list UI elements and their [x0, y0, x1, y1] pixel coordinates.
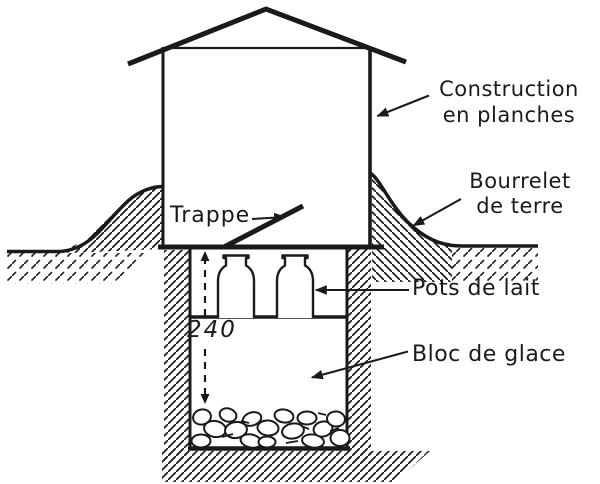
ice-blob: [192, 408, 212, 426]
ice-blob: [218, 407, 238, 423]
label-bourrelet-line1: Bourrelet: [469, 169, 571, 193]
hatch-pit-bottom: [162, 451, 430, 482]
ground-line-right: [369, 172, 538, 248]
label-bloc-de-glace: Bloc de glace: [412, 342, 566, 367]
milk-pot-left: [216, 254, 256, 318]
ice-blob: [273, 408, 295, 424]
label-bourrelet-line2: de terre: [476, 194, 564, 218]
ice-rubble: [190, 407, 351, 449]
hatch-ground-left: [6, 253, 150, 284]
label-depth-240: 240: [187, 317, 237, 343]
hatch-pit-wall-right: [348, 247, 371, 465]
ice-blob: [256, 419, 280, 437]
hatch-pit-wall-left: [164, 250, 189, 462]
bourrelet-leader-arrow: [412, 198, 462, 227]
label-bourrelet: Bourrelet de terre: [452, 169, 588, 219]
ice-pit: [188, 248, 350, 451]
label-trappe: Trappe: [170, 203, 251, 228]
trappe-leader-arrow: [251, 212, 287, 223]
ice-blob: [301, 433, 325, 449]
ice-blob: [326, 410, 346, 428]
ice-blob: [329, 429, 351, 447]
label-construction: Construction en planches: [424, 76, 594, 128]
leader-arrows: [251, 94, 462, 380]
depth-dimension: [200, 251, 210, 404]
ice-blob: [257, 435, 277, 449]
construction-leader-arrow: [376, 94, 430, 117]
milk-pots: [216, 254, 315, 318]
label-construction-line2: en planches: [442, 103, 576, 127]
label-pots-de-lait: Pots de lait: [412, 276, 540, 301]
plank-house: [127, 6, 407, 250]
label-construction-line1: Construction: [439, 77, 579, 101]
ground-line-left: [7, 184, 164, 254]
ice-texture-strokes: [221, 412, 340, 444]
roof: [127, 6, 407, 67]
trapdoor-open: [222, 203, 305, 250]
ice-blob: [281, 422, 305, 440]
milk-pot-right: [275, 254, 315, 318]
arrowhead-down: [200, 394, 210, 404]
hatch-ground-right: [452, 248, 538, 281]
ice-blob: [190, 433, 212, 449]
bloc-leader-arrow: [310, 350, 409, 380]
ground-surface-lines: [7, 172, 538, 254]
earth-hatching: [6, 176, 538, 482]
arrowhead-up: [200, 251, 210, 261]
ice-blob: [296, 410, 318, 426]
